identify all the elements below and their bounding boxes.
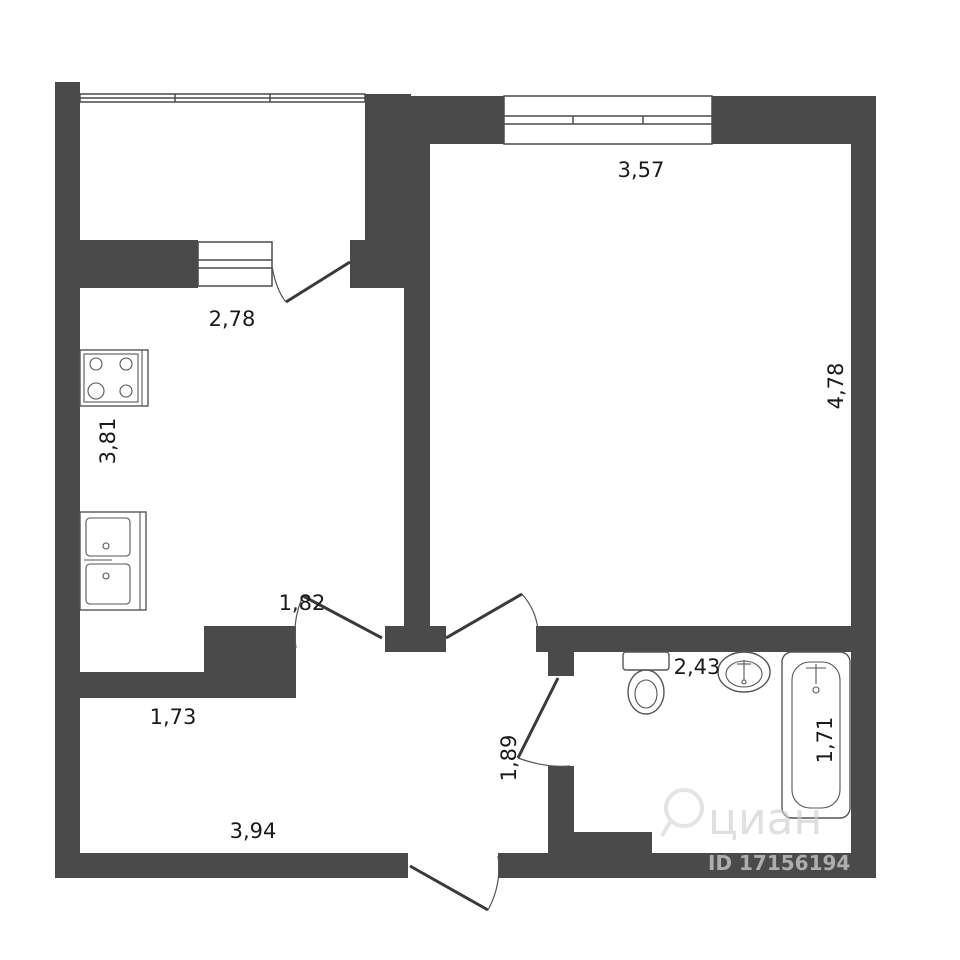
watermark-logo-icon [660, 788, 704, 837]
dim-kitchen-door: 1,82 [279, 591, 326, 615]
stove [79, 349, 149, 407]
door-room [445, 592, 539, 640]
wall-top-room-right [712, 96, 876, 144]
door-bathroom [516, 677, 571, 767]
door-kitchen [294, 594, 383, 649]
balcony-window [79, 93, 366, 103]
dim-room-length: 4,78 [824, 363, 848, 410]
wall-left-outer [55, 82, 80, 878]
dim-kitchen-length: 3,81 [96, 418, 120, 465]
wall-balcony-inner-left [78, 240, 198, 288]
walls [55, 82, 876, 878]
wall-bathroom-left-lower [548, 766, 574, 878]
dim-corridor-width: 1,73 [150, 705, 197, 729]
watermark-brand: циан [708, 794, 822, 845]
dim-bathtub-length: 1,71 [813, 717, 837, 764]
dim-bathroom-width: 2,43 [674, 655, 721, 679]
wall-bottom-left [55, 853, 408, 878]
watermark-id: ID 17156194 [708, 851, 850, 875]
balcony-door-window [197, 241, 273, 287]
room-window [503, 95, 713, 145]
toilet [622, 651, 670, 715]
wall-room-left [404, 96, 430, 626]
door-entrance [409, 855, 500, 912]
wall-bathroom-left-upper [548, 648, 574, 676]
watermark: циан ID 17156194 [660, 788, 850, 875]
wall-bathroom-bottom-stub [574, 832, 652, 854]
dim-balcony-width: 2,78 [209, 307, 256, 331]
washbasin [717, 651, 771, 693]
wall-bathroom-top [536, 626, 876, 652]
wall-post-center [385, 626, 446, 652]
wall-right-outer [851, 96, 876, 878]
wall-kitchen-partition [78, 672, 274, 698]
dim-hall-length: 3,94 [230, 819, 277, 843]
wall-balcony-inner-right [350, 240, 410, 288]
dim-room-width: 3,57 [618, 158, 665, 182]
door-balcony [271, 260, 351, 304]
kitchen-sink [79, 511, 147, 611]
bathtub [781, 651, 851, 819]
dim-bathroom-side: 1,89 [497, 735, 521, 782]
